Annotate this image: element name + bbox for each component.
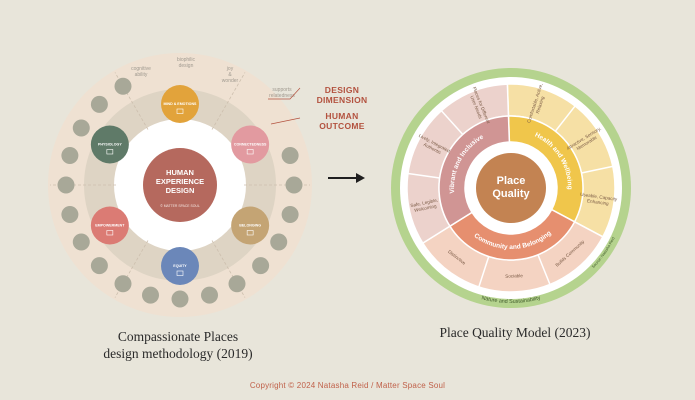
legend-pointer-line xyxy=(270,117,301,125)
outcome-dot xyxy=(270,233,288,251)
outcome-dot xyxy=(114,275,132,293)
left-caption: Compassionate Places design methodology … xyxy=(103,329,253,361)
svg-text:BELONGING: BELONGING xyxy=(239,224,261,228)
outcome-dot xyxy=(72,233,90,251)
place-quality-center xyxy=(476,153,546,223)
outcome-dot xyxy=(57,176,75,194)
svg-text:EQUITY: EQUITY xyxy=(173,264,187,268)
svg-text:EMPOWERMENT: EMPOWERMENT xyxy=(95,224,125,228)
copyright-notice: Copyright © 2024 Natasha Reid / Matter S… xyxy=(249,381,446,390)
outcome-dot xyxy=(228,275,246,293)
outcome-dot xyxy=(114,77,132,95)
svg-text:PHYSIOLOGY: PHYSIOLOGY xyxy=(98,143,122,147)
human-experience-design-center xyxy=(143,148,217,222)
dimension-icon xyxy=(106,230,114,236)
outcome-dot xyxy=(201,286,219,304)
sector-divider xyxy=(114,72,149,130)
right-caption: Place Quality Model (2023) xyxy=(439,325,591,340)
outcome-dot xyxy=(141,286,159,304)
dimension-icon xyxy=(176,270,184,276)
svg-text:MIND & EMOTIONS: MIND & EMOTIONS xyxy=(164,102,198,106)
outcome-dot xyxy=(90,257,108,275)
outcome-dot xyxy=(281,206,299,224)
quality-item: Safe, Legible,Welcoming xyxy=(410,198,440,214)
outcome-dot xyxy=(281,146,299,164)
dimension-belonging: BELONGING xyxy=(231,206,270,245)
arrow-right-icon xyxy=(328,173,365,183)
sector-divider xyxy=(211,72,246,130)
dimension-icon xyxy=(246,230,254,236)
svg-text:CONNECTEDNESS: CONNECTEDNESS xyxy=(234,143,267,147)
dimension-physiology: PHYSIOLOGY xyxy=(90,125,129,164)
center-brand: © MATTER SPACE SOUL xyxy=(160,204,200,208)
dimension-icon xyxy=(176,108,184,114)
dimension-empowerment: EMPOWERMENT xyxy=(90,206,129,245)
legend-design-dimension: DESIGN DIMENSION xyxy=(316,85,368,105)
legend-human-outcome: HUMAN OUTCOME xyxy=(319,111,365,131)
dimension-icon xyxy=(246,149,254,155)
outcome-dot xyxy=(61,146,79,164)
outcome-dot xyxy=(252,257,270,275)
outcome-dot xyxy=(171,290,189,308)
dimension-connectedness: CONNECTEDNESS xyxy=(231,125,270,164)
quality-item: Useable, CapacityEnhancing xyxy=(579,192,618,208)
outcome-dot xyxy=(90,95,108,113)
quality-item: Sociable xyxy=(505,273,523,279)
outcome-dot xyxy=(285,176,303,194)
outcome-dot xyxy=(72,119,90,137)
dimension-equity: EQUITY xyxy=(161,247,199,285)
outer-ring-label: Nature and Sustainability xyxy=(481,295,542,305)
dimension-mind-emotions: MIND & EMOTIONS xyxy=(161,85,199,123)
legend-pointer-line xyxy=(268,87,301,100)
outcome-label: joy&wonder xyxy=(222,66,239,84)
dimension-icon xyxy=(106,149,114,155)
outcome-dot xyxy=(61,206,79,224)
